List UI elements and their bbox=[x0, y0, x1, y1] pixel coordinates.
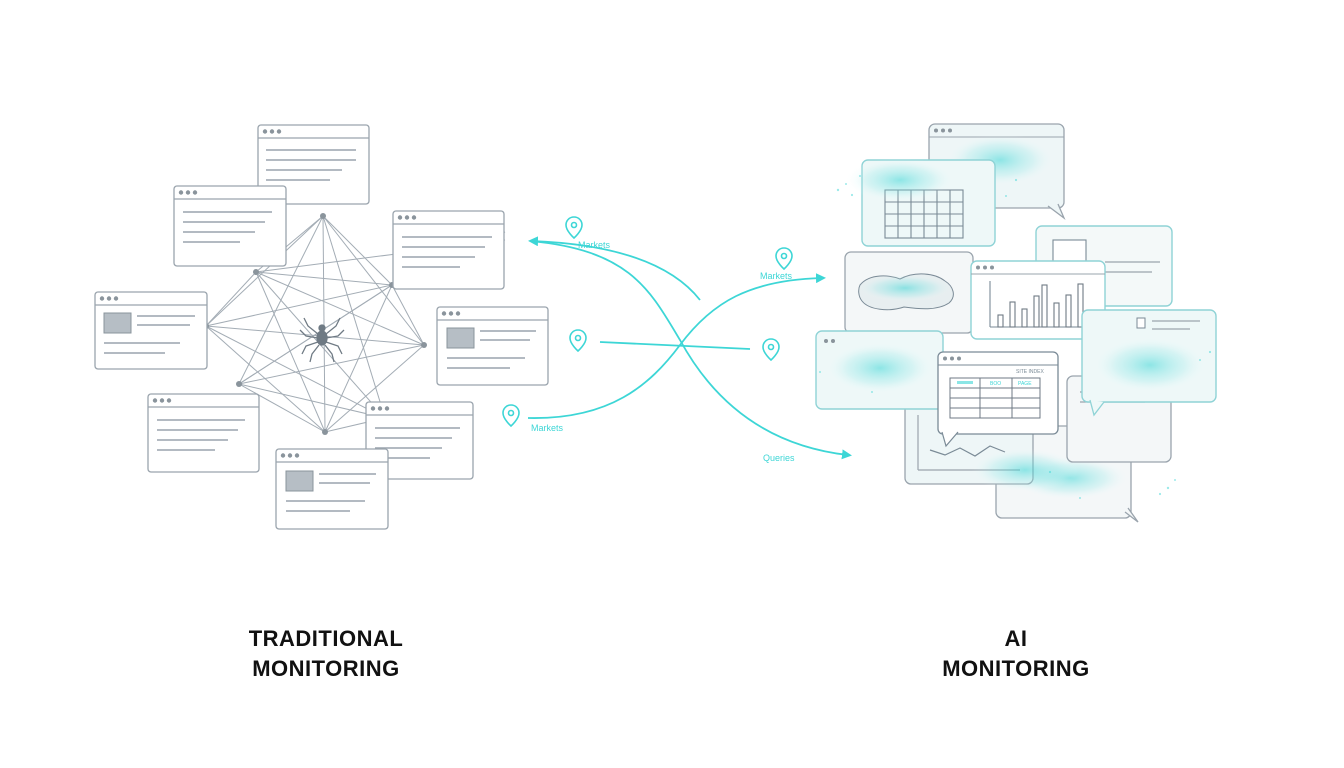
browser-window bbox=[94, 291, 208, 370]
chart-bar bbox=[1041, 284, 1048, 328]
caption-line: MONITORING bbox=[252, 656, 400, 681]
table-title: SITE INDEX bbox=[1016, 369, 1044, 375]
caption-line: TRADITIONAL bbox=[248, 626, 404, 651]
location-pin-icon bbox=[569, 329, 587, 353]
browser-window bbox=[147, 393, 260, 473]
image-placeholder bbox=[285, 470, 314, 492]
chart-bar bbox=[1065, 294, 1072, 328]
caption-line: AI bbox=[1004, 626, 1028, 651]
spider-web-network bbox=[205, 215, 506, 433]
caption-traditional-monitoring: TRADITIONAL MONITORING bbox=[176, 624, 476, 684]
browser-window bbox=[436, 306, 549, 386]
web-node bbox=[253, 269, 259, 275]
browser-window bbox=[257, 124, 370, 205]
location-pin-icon bbox=[502, 404, 520, 428]
location-pin-icon bbox=[762, 338, 780, 362]
web-node bbox=[322, 429, 328, 435]
web-node bbox=[236, 381, 242, 387]
arrow-to-traditional bbox=[529, 240, 852, 460]
chart-bar bbox=[1021, 308, 1028, 328]
image-placeholder bbox=[103, 312, 132, 334]
ai-particles bbox=[819, 175, 1212, 499]
browser-window bbox=[173, 185, 287, 267]
chart-bar bbox=[1053, 302, 1060, 328]
caption-ai-monitoring: AI MONITORING bbox=[866, 624, 1166, 684]
web-node bbox=[421, 342, 427, 348]
location-pin-icon bbox=[565, 216, 583, 240]
arrow-to-traditional-head bbox=[528, 236, 701, 301]
browser-window bbox=[365, 401, 474, 480]
table-header-cell: BOO bbox=[990, 381, 1001, 387]
straight-link bbox=[599, 341, 751, 350]
ai-panel-bar-chart bbox=[970, 260, 1106, 340]
ai-panel-grid bbox=[845, 158, 996, 247]
connector-arrows bbox=[527, 236, 852, 460]
connector-label-bottom-right: Queries bbox=[763, 453, 795, 463]
chart-bar bbox=[997, 314, 1004, 328]
image-placeholder bbox=[446, 327, 475, 349]
browser-window bbox=[275, 448, 389, 530]
table-header-cell: PAGE bbox=[1018, 381, 1032, 387]
ai-panel-cloud-right bbox=[1081, 309, 1217, 417]
connector-label-top-left: Markets bbox=[578, 240, 611, 250]
browser-window bbox=[392, 210, 505, 290]
connector-label-top-right: Markets bbox=[760, 271, 793, 281]
caption-line: MONITORING bbox=[942, 656, 1090, 681]
connector-label-bottom-left: Markets bbox=[531, 423, 564, 433]
ai-panel-map bbox=[844, 251, 974, 334]
chart-bar bbox=[1033, 295, 1040, 328]
ai-panel-cloud-left bbox=[815, 330, 944, 410]
location-pin-icon bbox=[775, 247, 793, 271]
chart-bar bbox=[1009, 301, 1016, 328]
chart-bar bbox=[1077, 283, 1084, 328]
web-node bbox=[320, 213, 326, 219]
ai-panel-table: SITE INDEX BOO PAGE bbox=[937, 351, 1059, 448]
spider-icon bbox=[299, 317, 345, 363]
